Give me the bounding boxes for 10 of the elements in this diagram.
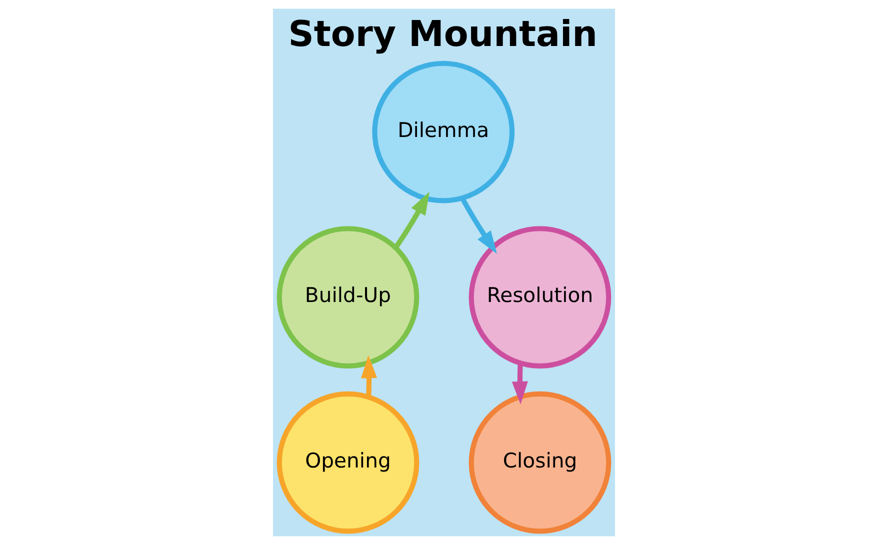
node-circle: Opening: [276, 391, 420, 534]
node-circle: Closing: [468, 391, 612, 534]
node-circle: Dilemma: [372, 60, 515, 204]
arrow: [394, 192, 430, 250]
node-circle: Resolution: [468, 226, 612, 368]
arrow: [361, 355, 378, 398]
diagram-title: Story Mountain: [288, 14, 598, 56]
arrow: [460, 196, 497, 254]
node-circle: Build-Up: [276, 226, 420, 368]
arrow: [512, 363, 528, 404]
